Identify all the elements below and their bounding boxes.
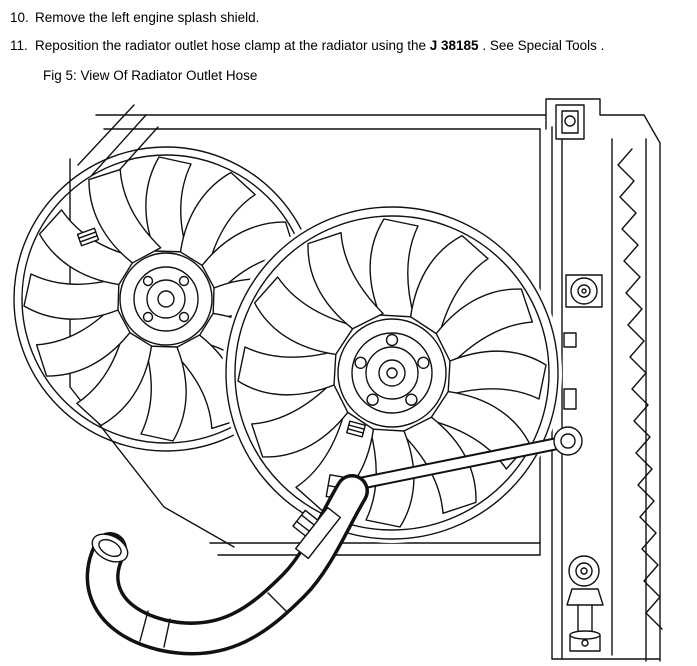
step-text: Remove the left engine splash shield. (35, 10, 260, 25)
step-10: 10. Remove the left engine splash shield… (10, 9, 683, 27)
step-text-before: Reposition the radiator outlet hose clam… (35, 38, 430, 54)
step-text: Reposition the radiator outlet hose clam… (35, 37, 604, 55)
step-text-after: . See Special Tools . (478, 38, 605, 54)
figure-caption: Fig 5: View Of Radiator Outlet Hose (43, 68, 258, 84)
figure-container (0, 87, 697, 663)
radiator-outlet-hose-illustration (13, 98, 663, 663)
procedure-steps: 10. Remove the left engine splash shield… (0, 0, 697, 83)
step-number: 11. (10, 38, 28, 54)
step-number: 10. (10, 10, 29, 25)
tool-reference: J 38185 (429, 38, 479, 54)
step-11: 11. Reposition the radiator outlet hose … (10, 37, 683, 55)
